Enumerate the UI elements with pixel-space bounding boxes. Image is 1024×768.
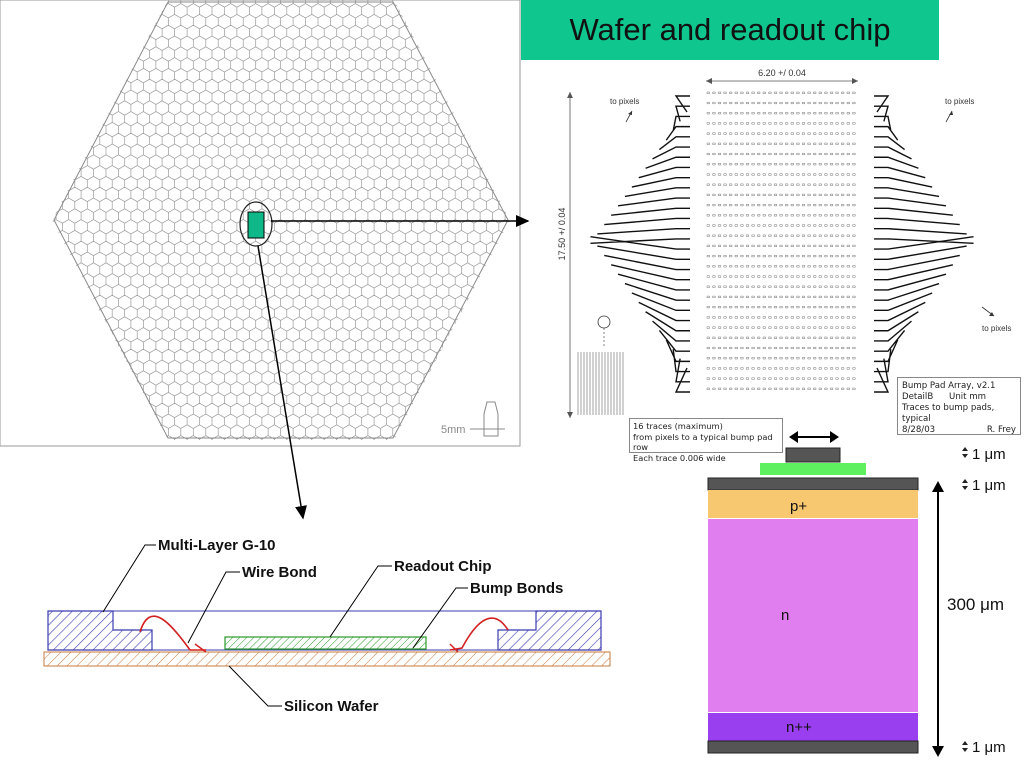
silicon-wafer-layer: [43, 651, 611, 667]
bump-pad-rows: [706, 91, 856, 390]
metal-pad: [785, 447, 841, 463]
info-unit: Unit mm: [949, 392, 986, 402]
height-dimension-label: 17.50 +/ 0.04: [557, 208, 567, 261]
scale-label: 5mm: [441, 424, 465, 436]
leader-wire-bond: [187, 571, 240, 644]
scale-bar: 5mm: [441, 401, 505, 437]
leader-silicon-wafer: [228, 665, 282, 707]
label-wire-bond: Wire Bond: [242, 564, 317, 581]
info-detail: DetailB: [902, 392, 934, 402]
g10-right: [497, 610, 602, 651]
wafer-panel: 5mm: [0, 0, 521, 447]
dim-top2: 1 μm: [962, 477, 1006, 494]
label-readout-chip: Readout Chip: [394, 558, 492, 575]
info-note: Traces to bump pads, typical: [902, 403, 995, 424]
to-pixels-label-left: to pixels: [610, 97, 639, 106]
dim-top1-label: 1 μm: [972, 446, 1006, 463]
trace-note-box: 16 traces (maximum) from pixels to a typ…: [629, 418, 783, 463]
label-silicon-wafer: Silicon Wafer: [284, 698, 379, 715]
dim-bottom: 1 μm: [962, 739, 1006, 756]
wire-bond-right: [449, 617, 509, 651]
leader-readout-chip: [329, 565, 392, 638]
dim-top1: 1 μm: [962, 446, 1006, 463]
dim-bottom-label: 1 μm: [972, 739, 1006, 756]
bump-layer: [760, 463, 866, 475]
trace-note-line1: 16 traces (maximum): [633, 421, 723, 431]
label-bump-bonds: Bump Bonds: [470, 580, 563, 597]
sensor-layers-panel: p+ n n++ 1 μm 1 μm 300 μm 1 μm: [707, 431, 1006, 757]
label-g10: Multi-Layer G-10: [158, 537, 276, 554]
cross-section-panel: Multi-Layer G-10 Wire Bond Readout Chip …: [43, 537, 611, 715]
info-detail-row: DetailB Unit mm: [902, 392, 1016, 403]
trace-note-line2: from pixels to a typical bump pad row: [633, 431, 773, 453]
dim-thickness-label: 300 μm: [947, 595, 1004, 614]
bump-pad-info-box: Bump Pad Array, v2.1 DetailB Unit mm Tra…: [897, 377, 1021, 435]
arrow-to-cross-section: [257, 245, 307, 520]
info-date-row: 8/28/03 R. Frey: [902, 425, 1016, 436]
layer-metal-top: [707, 477, 919, 491]
info-date: 8/28/03: [902, 425, 936, 435]
wire-bond-left: [139, 615, 206, 651]
trace-note-line3: Each trace 0.006 wide: [633, 452, 726, 463]
info-author: R. Frey: [986, 425, 1016, 435]
width-dimension-label: 6.20 +/ 0.04: [758, 68, 806, 78]
chip-highlight-ellipse: [239, 201, 273, 247]
g10-left: [47, 610, 153, 651]
leader-bump-bonds: [412, 587, 468, 649]
to-pixels-label-bottom-right: to pixels: [982, 324, 1011, 333]
layer-n: [708, 519, 918, 712]
label-p-plus: p+: [790, 498, 807, 515]
readout-chip-layer: [224, 636, 427, 650]
label-n-plus-plus: n++: [786, 719, 812, 736]
readout-chip-marker: [247, 211, 265, 239]
slide-title: Wafer and readout chip: [521, 0, 939, 60]
to-pixels-label-right: to pixels: [945, 97, 974, 106]
leader-g10: [102, 544, 156, 613]
detail-trace-bundle: [577, 352, 624, 415]
dim-top2-label: 1 μm: [972, 477, 1006, 494]
layer-p-plus: [708, 490, 918, 518]
trace-lines: [590, 95, 974, 393]
label-n: n: [781, 607, 789, 624]
layer-metal-bottom: [707, 740, 919, 754]
layer-n-plus-plus: [708, 713, 918, 741]
wafer-outline: [53, 1, 509, 439]
info-name: Bump Pad Array, v2.1: [902, 381, 996, 391]
